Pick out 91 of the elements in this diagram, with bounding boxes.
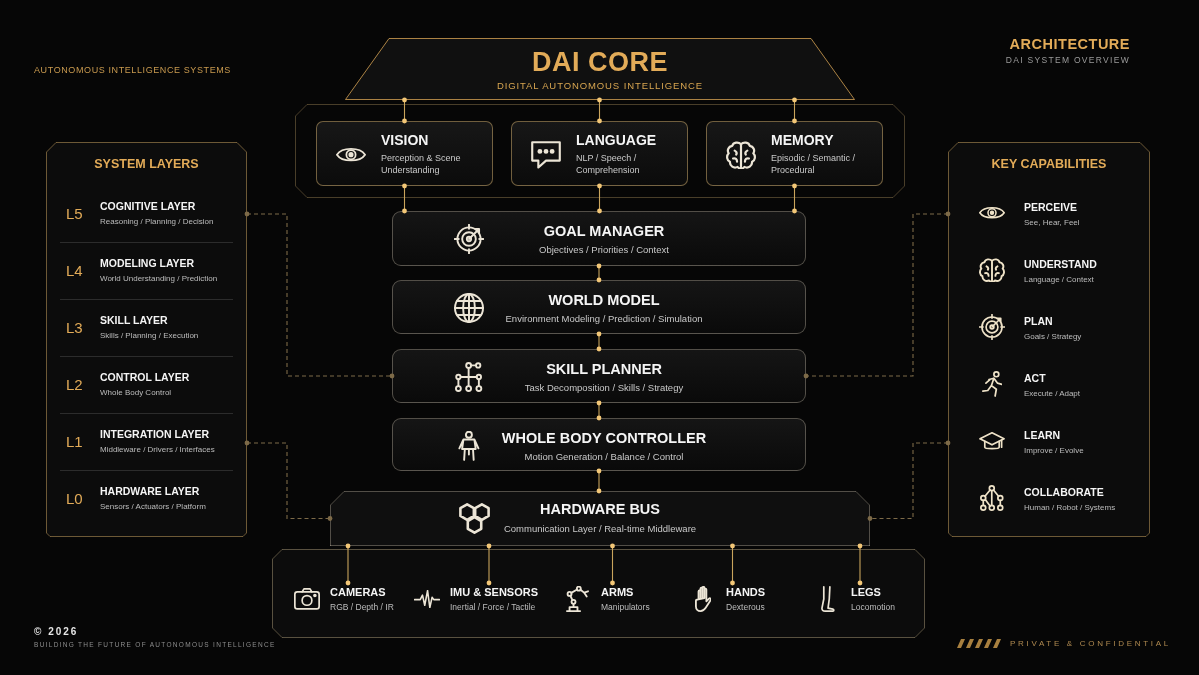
layer-description: Skills / Planning / Execution <box>100 331 199 340</box>
capability-description: Language / Context <box>1024 275 1094 284</box>
layer-title: INTEGRATION LAYER <box>100 428 210 440</box>
connector-line <box>610 543 615 586</box>
dashed-connector <box>803 211 951 379</box>
capability-title: ACT <box>1024 372 1046 384</box>
layer-description: Middleware / Drivers / Interfaces <box>100 445 215 454</box>
capability-title: COLLABORATE <box>1024 486 1104 498</box>
stage-card <box>392 418 806 471</box>
panel-heading: SYSTEM LAYERS <box>93 157 200 171</box>
component-title: HANDS <box>726 586 766 598</box>
layer-code: L4 <box>66 262 83 279</box>
capability-title: UNDERSTAND <box>1024 258 1097 270</box>
component-description: RGB / Depth / IR <box>330 602 394 612</box>
layer-code: L2 <box>66 376 83 393</box>
capability-title: LEARN <box>1024 429 1061 441</box>
stage-title: SKILL PLANNER <box>545 361 663 377</box>
layer-description: World Understanding / Prediction <box>100 274 218 283</box>
connector-line <box>402 97 407 124</box>
layer-title: SKILL LAYER <box>100 314 168 326</box>
component-title: ARMS <box>601 586 634 598</box>
bus-description: Communication Layer / Real-time Middleware <box>502 523 698 534</box>
connector-line <box>596 331 602 352</box>
bus-title: HARDWARE BUS <box>539 501 661 517</box>
module-description: NLP / Speech / Comprehension <box>576 152 641 176</box>
connector-line <box>402 183 407 214</box>
dashed-connector <box>244 211 395 379</box>
copyright-notice: © 2026 <box>34 626 79 637</box>
layer-title: MODELING LAYER <box>100 257 195 269</box>
connector-line <box>730 543 735 586</box>
capability-title: PERCEIVE <box>1024 201 1078 213</box>
module-title: MEMORY <box>771 132 834 148</box>
stage-card <box>392 211 806 266</box>
connector-line <box>792 97 797 124</box>
capability-description: See, Hear, Feel <box>1024 218 1080 227</box>
capability-title: PLAN <box>1024 315 1053 327</box>
layer-code: L1 <box>66 433 83 450</box>
stage-description: Task Decomposition / Skills / Strategy <box>523 382 685 393</box>
stage-description: Objectives / Priorities / Context <box>538 244 670 255</box>
core-subtitle: DIGITAL AUTONOMOUS INTELLIGENCE <box>495 80 705 91</box>
stage-description: Environment Modeling / Prediction / Simulation <box>504 313 704 324</box>
component-title: LEGS <box>851 586 881 598</box>
stage-card <box>392 349 806 403</box>
tagline: AUTONOMOUS INTELLIGENCE SYSTEMS <box>34 65 231 75</box>
module-card <box>511 121 688 186</box>
subheading: DAI SYSTEM OVERVIEW <box>1005 55 1130 65</box>
module-description: Episodic / Semantic / Procedural <box>771 152 857 176</box>
layer-description: Whole Body Control <box>100 388 172 397</box>
component-description: Dexterous <box>726 602 765 612</box>
component-description: Locomotion <box>851 602 895 612</box>
module-description: Perception & Scene Understanding <box>381 152 462 176</box>
capability-description: Improve / Evolve <box>1024 446 1084 455</box>
module-card <box>316 121 493 186</box>
stage-title: WORLD MODEL <box>547 292 661 308</box>
connector-line <box>596 400 602 421</box>
stage-description: Motion Generation / Balance / Control <box>523 451 685 462</box>
component-description: Manipulators <box>601 602 650 612</box>
stage-title: GOAL MANAGER <box>542 223 666 239</box>
component-description: Inertial / Force / Tactile <box>450 602 536 612</box>
connector-line <box>345 543 351 586</box>
layer-code: L0 <box>66 490 83 507</box>
connector-line <box>857 543 863 586</box>
component-title: CAMERAS <box>330 586 386 598</box>
capability-description: Human / Robot / Systems <box>1024 503 1116 512</box>
panel-heading: KEY CAPABILITIES <box>990 157 1108 171</box>
module-title: VISION <box>381 132 429 148</box>
component-title: IMU & SENSORS <box>450 586 538 598</box>
layer-description: Reasoning / Planning / Decision <box>100 217 214 226</box>
capability-description: Execute / Adapt <box>1024 389 1081 398</box>
connector-line <box>596 263 602 283</box>
module-card <box>706 121 883 186</box>
confidentiality-notice: PRIVATE & CONFIDENTIAL <box>1010 639 1171 648</box>
layer-title: HARDWARE LAYER <box>100 485 200 497</box>
core-title: DAI CORE <box>531 47 669 78</box>
page-title: ARCHITECTURE <box>1009 36 1130 52</box>
connector-line <box>792 183 797 214</box>
connector-line <box>597 97 602 124</box>
dashed-connector <box>244 440 333 521</box>
connector-line <box>486 543 492 586</box>
connector-line <box>596 468 602 494</box>
capability-description: Goals / Strategy <box>1024 332 1082 341</box>
layer-title: COGNITIVE LAYER <box>100 200 196 212</box>
stage-card <box>392 280 806 334</box>
stage-title: WHOLE BODY CONTROLLER <box>500 430 708 446</box>
dashed-connector <box>867 440 951 521</box>
layer-code: L5 <box>66 205 83 222</box>
layer-title: CONTROL LAYER <box>100 371 190 383</box>
layer-code: L3 <box>66 319 83 336</box>
module-title: LANGUAGE <box>576 132 657 148</box>
connector-line <box>597 183 602 214</box>
layer-description: Sensors / Actuators / Platform <box>100 502 206 511</box>
